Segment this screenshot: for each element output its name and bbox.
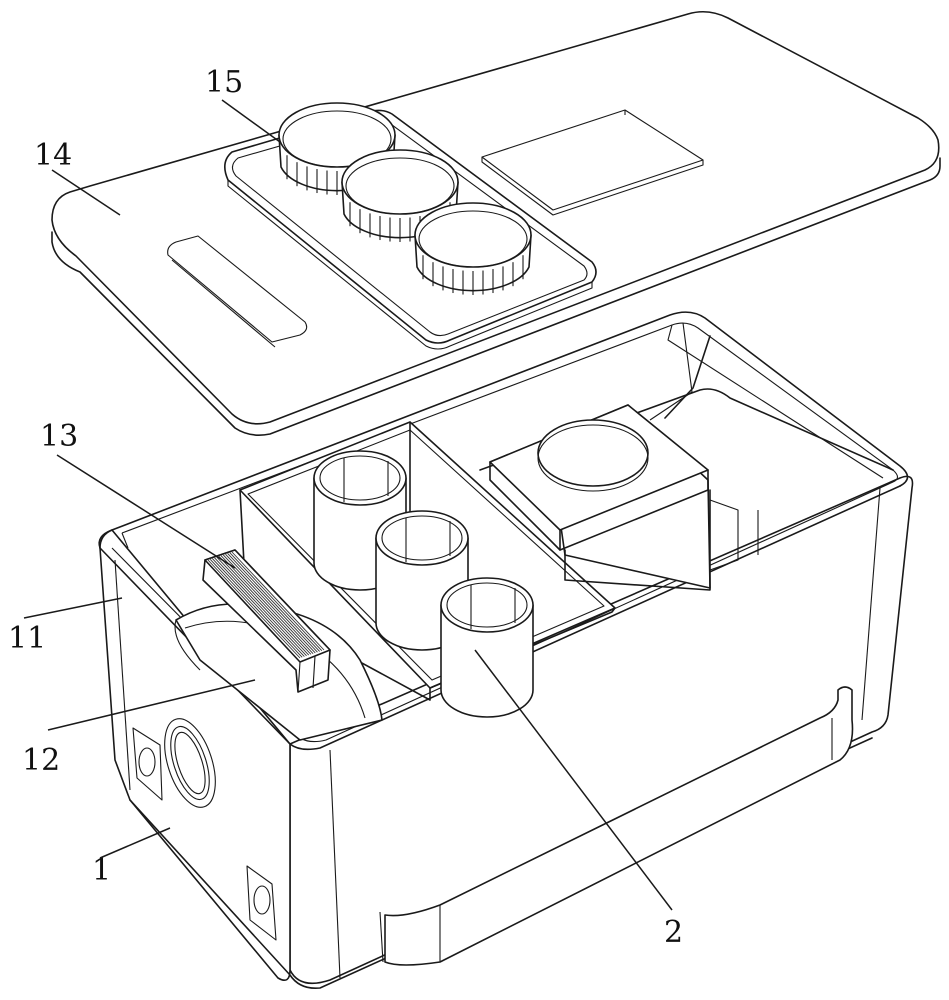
label-2: 2 <box>664 915 683 950</box>
label-1: 1 <box>92 853 111 888</box>
grip-texture-line <box>216 556 310 656</box>
leader-lines <box>23 99 673 911</box>
grip-texture-line <box>222 554 316 654</box>
grip-texture-line <box>212 558 305 657</box>
grip-texture-line <box>218 556 312 655</box>
grip-texture-line <box>214 557 307 657</box>
grip-texture-line <box>207 559 301 659</box>
grip-pad <box>202 549 331 693</box>
grip-texture-line <box>225 553 318 653</box>
grip-texture-line <box>209 558 303 658</box>
grip-texture-line <box>231 551 325 651</box>
grip-texture-line <box>220 555 314 654</box>
label-13: 13 <box>40 419 78 454</box>
storage-block <box>489 335 759 591</box>
tube-holders <box>313 450 534 718</box>
knob-caps <box>278 102 532 295</box>
label-14: 14 <box>34 138 72 173</box>
label-15: 15 <box>205 65 243 100</box>
grip-texture-line <box>229 552 323 652</box>
box-body <box>98 311 914 990</box>
knob-cap <box>414 202 532 295</box>
tube-holder <box>440 577 534 718</box>
knob-cap <box>341 149 459 242</box>
label-12: 12 <box>22 743 60 778</box>
label-11: 11 <box>8 621 46 656</box>
box-handle <box>379 686 854 966</box>
grip-texture-line <box>227 553 320 652</box>
